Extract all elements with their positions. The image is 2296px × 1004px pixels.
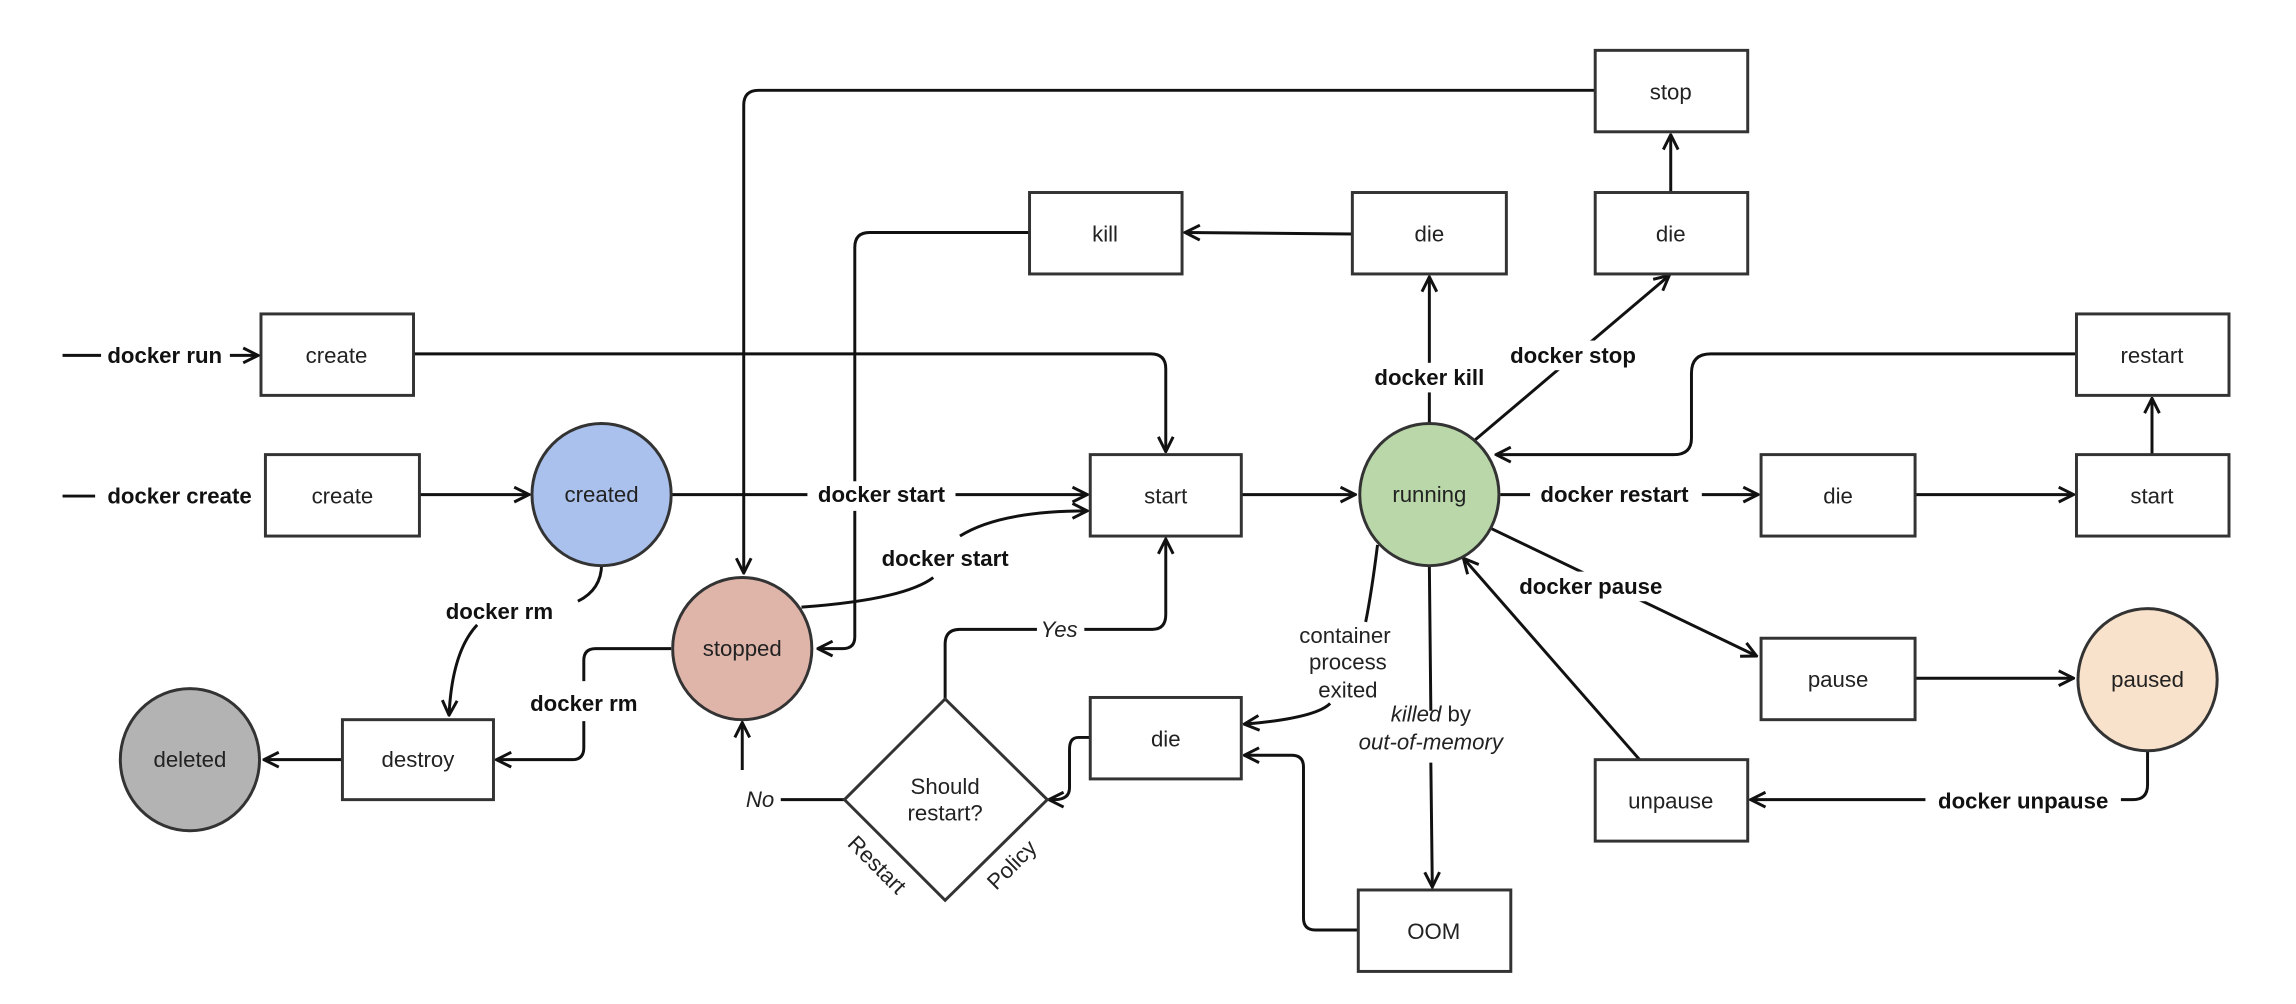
state-label: paused (2111, 667, 2184, 692)
event-label: kill (1092, 221, 1118, 246)
edge-running-oom-b (1431, 762, 1432, 887)
event-label: create (312, 484, 374, 509)
event-label: create (306, 343, 368, 368)
edge-created-rm-b (449, 623, 479, 715)
event-label: destroy (382, 747, 456, 772)
event-destroy: destroy (340, 718, 495, 802)
edge-stopped-rm-b (496, 721, 586, 760)
edge-running-oom-a (1427, 565, 1433, 711)
note-container-exited-3: exited (1318, 678, 1377, 703)
event-label: start (2130, 484, 2173, 509)
note-by-word: by (1441, 701, 1472, 726)
label-docker-kill: docker kill (1374, 365, 1484, 390)
edge-kill-to-stopped (818, 231, 1030, 648)
edge-create-to-start (413, 352, 1166, 452)
event-create-create: create (263, 453, 421, 538)
edge-die-to-kill (1185, 232, 1353, 233)
edge-stop-to-stopped (744, 88, 1596, 573)
event-label: unpause (1628, 789, 1713, 814)
state-stopped: stopped (671, 576, 814, 722)
event-label: die (1656, 221, 1686, 246)
note-oom-killed: killed by (1391, 701, 1472, 726)
event-label: stop (1650, 79, 1692, 104)
command-labels: docker run docker create docker start do… (107, 340, 2121, 816)
label-docker-rm-stopped: docker rm (530, 691, 637, 716)
event-die-stop: die (1593, 191, 1750, 276)
edge-paused-to-unpause (1751, 750, 2150, 800)
event-label: restart (2121, 343, 2184, 368)
event-stop: stop (1593, 48, 1750, 134)
label-docker-run: docker run (107, 343, 222, 368)
label-docker-start-created: docker start (818, 482, 946, 507)
edge-unpause-to-running (1463, 558, 1641, 761)
event-restart: restart (2074, 312, 2231, 397)
edge-stopped-to-start-b (959, 511, 1087, 538)
note-killed-word: killed (1391, 701, 1442, 726)
event-kill: kill (1028, 191, 1184, 276)
edge-die-to-decision (1049, 735, 1091, 799)
edge-stopped-rm-a (582, 647, 672, 682)
label-docker-unpause: docker unpause (1938, 789, 2108, 814)
label-docker-start-stopped: docker start (882, 546, 1010, 571)
event-label: die (1823, 484, 1853, 509)
edge-oom-to-die (1244, 755, 1359, 932)
state-label: running (1392, 482, 1466, 507)
label-docker-pause: docker pause (1519, 574, 1662, 599)
label-docker-restart: docker restart (1540, 482, 1689, 507)
event-die-restart: die (1759, 453, 1917, 538)
event-start: start (1088, 453, 1243, 538)
edge-restart-to-running (1496, 352, 2077, 455)
decision-no-label: No (746, 787, 774, 812)
edge-yes-a (943, 627, 1037, 699)
event-create-run: create (259, 312, 415, 397)
event-label: OOM (1407, 919, 1460, 944)
state-running: running (1358, 422, 1501, 568)
event-label: start (1144, 484, 1187, 509)
decision-yes-label: Yes (1041, 617, 1078, 642)
state-deleted: deleted (118, 687, 261, 833)
edge-created-rm-a (577, 564, 604, 603)
decision-line-2: restart? (907, 800, 982, 825)
event-pause: pause (1759, 636, 1917, 722)
note-out-of-memory: out-of-memory (1359, 729, 1505, 754)
state-label: deleted (153, 747, 226, 772)
label-docker-rm-created: docker rm (446, 599, 553, 624)
event-die-exit: die (1088, 695, 1243, 781)
label-docker-stop: docker stop (1510, 343, 1636, 368)
state-paused: paused (2076, 607, 2219, 753)
event-label: pause (1808, 667, 1869, 692)
note-container-exited-2: process (1309, 649, 1387, 674)
states: created running stopped paused deleted (118, 422, 2219, 833)
state-label: created (565, 482, 639, 507)
edge-yes-b (1084, 539, 1165, 631)
edge-running-exited-a (1364, 544, 1379, 623)
state-label: stopped (703, 636, 782, 661)
event-label: die (1151, 726, 1181, 751)
state-created: created (530, 422, 673, 568)
event-die-kill: die (1350, 191, 1508, 276)
transition-notes: container process exited killed by out-o… (1299, 623, 1505, 755)
event-oom: OOM (1356, 888, 1513, 973)
edge-stopped-to-start-a (801, 576, 935, 609)
decision-line-1: Should (911, 774, 980, 799)
edge-running-exited-b (1244, 702, 1332, 724)
event-label: die (1415, 221, 1445, 246)
event-boxes: create create start kill die die stop r (259, 48, 2231, 973)
event-unpause: unpause (1593, 758, 1750, 843)
event-start-restart: start (2074, 453, 2231, 538)
label-docker-create: docker create (107, 484, 251, 509)
decision-diamond (842, 696, 1050, 903)
note-container-exited-1: container (1299, 623, 1391, 648)
